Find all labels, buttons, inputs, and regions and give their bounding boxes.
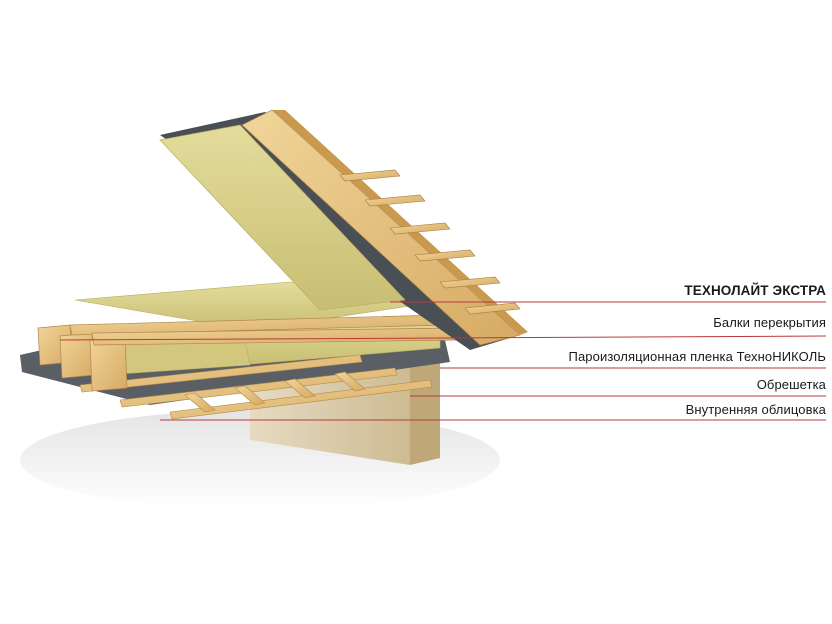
callout-inner-lining: Внутренняя облицовка [686, 402, 826, 417]
callout-thermal-insulation: ТЕХНОЛАЙТ ЭКСТРА [684, 283, 826, 298]
callout-floor-beams: Балки перекрытия [713, 315, 826, 330]
callout-lathing: Обрешетка [757, 377, 826, 392]
callout-vapor-barrier: Пароизоляционная пленка ТехноНИКОЛЬ [569, 349, 826, 364]
